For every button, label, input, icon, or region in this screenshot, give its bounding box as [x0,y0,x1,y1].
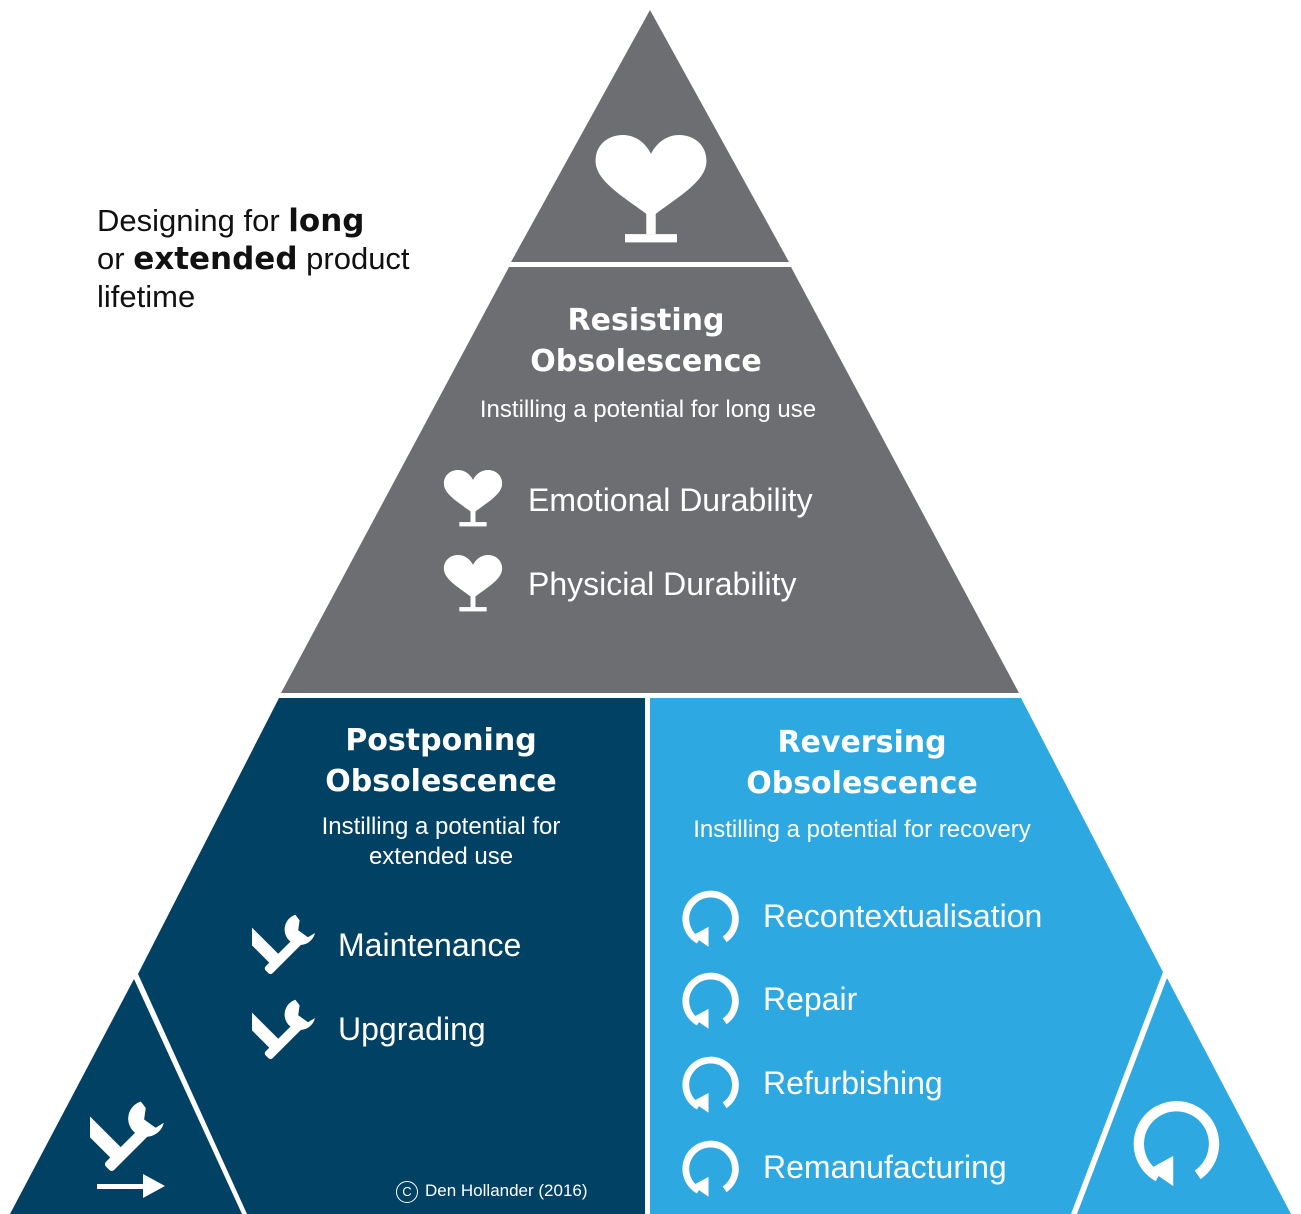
caption-bold-extended: extended [133,241,298,277]
caption-text: or [97,241,134,276]
maintenance-label: Maintenance [338,927,522,963]
remanufacturing-label: Remanufacturing [763,1149,1007,1185]
refurbishing-label: Refurbishing [763,1065,943,1101]
reversing-obsolescence-section [650,698,1163,1214]
postponing-subtitle-line2: extended use [368,843,514,870]
caption-text: product [297,241,410,276]
reversing-corner-section [1077,978,1291,1214]
reversing-title-line1: Reversing [777,725,947,760]
right-arrow-icon [97,1174,165,1198]
caption-bold-long: long [288,203,365,239]
resisting-title-line1: Resisting [567,303,725,338]
postponing-obsolescence-section [138,698,645,1214]
repair-label: Repair [763,981,858,1017]
diagram-caption: Designing for long or extended product l… [97,202,410,315]
postponing-subtitle: Instilling a potential for extended use [322,812,561,872]
reversing-subtitle: Instilling a potential for recovery [693,816,1031,843]
postponing-title-line1: Postponing [345,723,537,758]
caption-text: Designing for [97,203,289,238]
pyramid-apex-section [511,10,789,262]
upgrading-label: Upgrading [338,1011,486,1047]
resisting-title: Resisting Obsolescence [530,300,762,382]
postponing-title: Postponing Obsolescence [325,720,557,802]
reversing-title: Reversing Obsolescence [746,722,978,804]
recontextualisation-label: Recontextualisation [763,898,1043,934]
reversing-title-line2: Obsolescence [746,766,978,801]
postponing-corner-section [10,979,242,1214]
resisting-title-line2: Obsolescence [530,344,762,379]
caption-text: lifetime [97,279,196,314]
postponing-title-line2: Obsolescence [325,764,557,799]
emotional-durability-label: Emotional Durability [528,482,813,518]
resisting-subtitle: Instilling a potential for long use [479,396,817,423]
copyright-credit: C Den Hollander (2016) [396,1180,588,1203]
credit-text: Den Hollander (2016) [425,1181,588,1200]
physical-durability-label: Physicial Durability [528,566,797,602]
postponing-subtitle-line1: Instilling a potential for [321,813,561,840]
copyright-symbol: C [396,1180,418,1203]
